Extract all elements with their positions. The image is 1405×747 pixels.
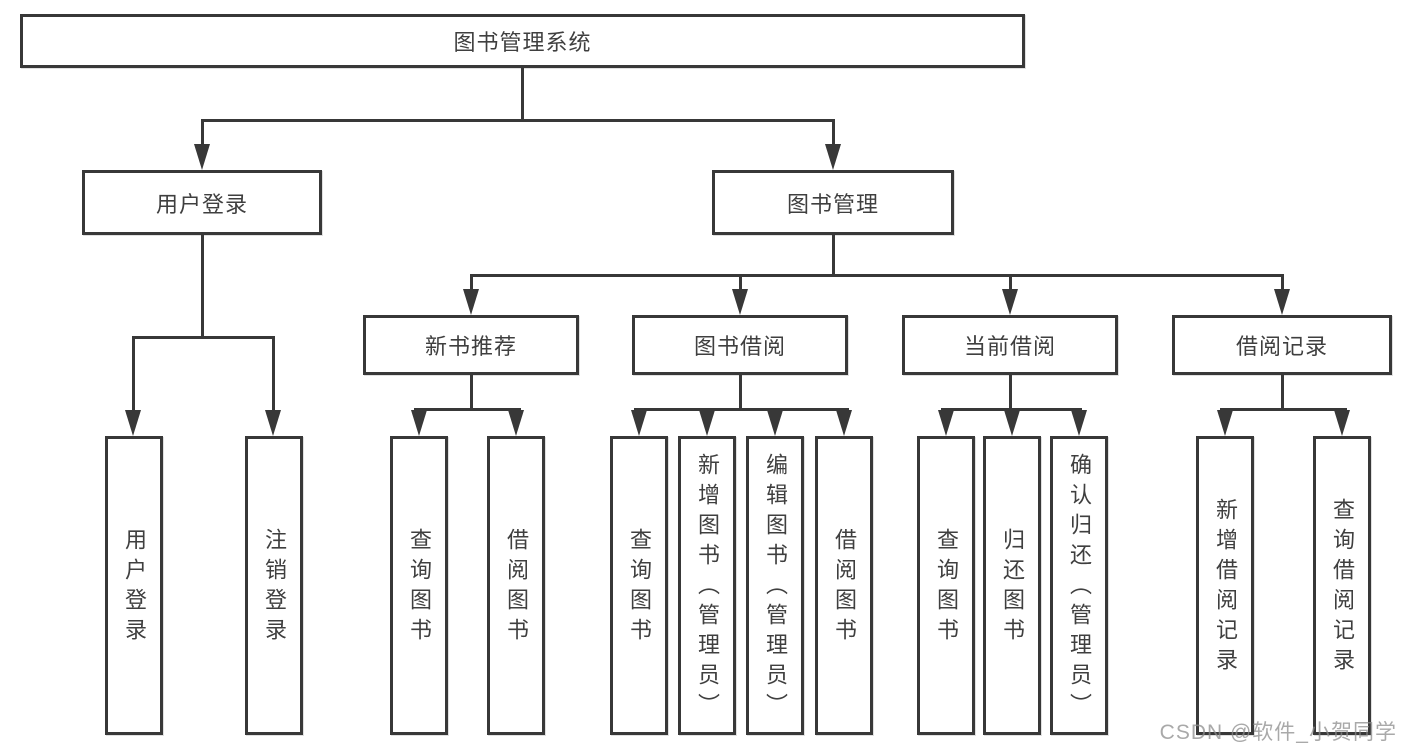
arrow-down-icon — [631, 410, 647, 436]
arrow-down-icon — [463, 289, 479, 315]
connector-bb-stem — [739, 375, 742, 411]
node-leaf-br-add-record: 新增借阅记录 — [1196, 436, 1254, 735]
arrow-down-icon — [767, 410, 783, 436]
node-borrow-records: 借阅记录 — [1172, 315, 1392, 375]
node-leaf-bb-query-books: 查询图书 — [610, 436, 668, 735]
connector-leg-borrow-records — [1281, 274, 1284, 290]
node-label: 查询图书 — [934, 527, 959, 648]
node-label: 注销登录 — [262, 527, 287, 648]
node-leaf-cb-query-books: 查询图书 — [917, 436, 975, 735]
arrow-down-icon — [732, 289, 748, 315]
node-book-borrowing: 图书借阅 — [632, 315, 848, 375]
node-label: 用户登录 — [122, 527, 147, 648]
node-user-login: 用户登录 — [82, 170, 322, 235]
node-label: 用户登录 — [155, 191, 248, 217]
arrow-down-icon — [1002, 289, 1018, 315]
node-leaf-bb-borrow-books: 借阅图书 — [815, 436, 873, 735]
node-label: 新增借阅记录 — [1213, 497, 1238, 678]
connector-leg-book-borrow — [739, 274, 742, 290]
node-leaf-cb-confirm-return-admin: 确认归还（管理员） — [1050, 436, 1108, 735]
arrow-down-icon — [1004, 410, 1020, 436]
node-leaf-br-query-record: 查询借阅记录 — [1313, 436, 1371, 735]
arrow-down-icon — [265, 410, 281, 436]
arrow-down-icon — [411, 410, 427, 436]
node-label: 图书管理系统 — [453, 30, 592, 55]
arrow-down-icon — [699, 410, 715, 436]
node-label: 归还图书 — [1000, 527, 1025, 648]
connector-book-mgmt-bar — [470, 274, 1284, 277]
arrow-down-icon — [508, 410, 524, 436]
connector-leg-user-login — [201, 119, 204, 146]
node-leaf-cb-return-books: 归还图书 — [983, 436, 1041, 735]
node-label: 新增图书（管理员） — [695, 452, 720, 723]
node-label: 借阅图书 — [504, 527, 529, 648]
node-leaf-nbr-borrow-books: 借阅图书 — [487, 436, 545, 735]
connector-root-bar — [201, 119, 835, 122]
connector-br-stem — [1281, 375, 1284, 411]
node-label: 图书管理 — [786, 191, 879, 217]
connector-user-login-bar — [132, 336, 275, 339]
connector-cb-stem — [1009, 375, 1012, 411]
node-label: 查询图书 — [627, 527, 652, 648]
connector-nbr-stem — [470, 375, 473, 411]
node-label: 编辑图书（管理员） — [763, 452, 788, 723]
node-leaf-logout: 注销登录 — [245, 436, 303, 735]
node-leaf-nbr-query-books: 查询图书 — [390, 436, 448, 735]
arrow-down-icon — [938, 410, 954, 436]
arrow-down-icon — [1071, 410, 1087, 436]
connector-leg-new-book — [470, 274, 473, 290]
node-label: 查询图书 — [407, 527, 432, 648]
node-leaf-bb-edit-books-admin: 编辑图书（管理员） — [746, 436, 804, 735]
connector-leg-login — [132, 336, 135, 410]
csdn-watermark: CSDN @软件_小贺同学 — [1159, 721, 1397, 744]
node-label: 借阅记录 — [1235, 334, 1328, 359]
node-leaf-bb-add-books-admin: 新增图书（管理员） — [678, 436, 736, 735]
connector-leg-book-management — [832, 119, 835, 146]
node-leaf-user-login: 用户登录 — [105, 436, 163, 735]
connector-root-stem — [521, 68, 524, 122]
node-label: 图书借阅 — [693, 334, 786, 359]
node-book-management: 图书管理 — [712, 170, 954, 235]
arrow-down-icon — [125, 410, 141, 436]
node-new-book-recommend: 新书推荐 — [363, 315, 579, 375]
connector-leg-logout — [272, 336, 275, 410]
connector-leg-current-borrow — [1009, 274, 1012, 290]
arrow-down-icon — [825, 144, 841, 170]
connector-nbr-bar — [414, 408, 521, 411]
node-label: 确认归还（管理员） — [1067, 452, 1092, 723]
node-label: 新书推荐 — [424, 334, 517, 359]
connector-user-login-stem — [201, 235, 204, 339]
connector-book-mgmt-stem — [832, 235, 835, 277]
arrow-down-icon — [836, 410, 852, 436]
arrow-down-icon — [1217, 410, 1233, 436]
connector-br-bar — [1220, 408, 1347, 411]
node-label: 当前借阅 — [963, 334, 1056, 359]
arrow-down-icon — [194, 144, 210, 170]
connector-cb-bar — [941, 408, 1082, 411]
node-library-management-system: 图书管理系统 — [20, 14, 1025, 68]
node-label: 借阅图书 — [832, 527, 857, 648]
arrow-down-icon — [1334, 410, 1350, 436]
connector-bb-bar — [634, 408, 849, 411]
arrow-down-icon — [1274, 289, 1290, 315]
node-label: 查询借阅记录 — [1330, 497, 1355, 678]
node-current-borrowing: 当前借阅 — [902, 315, 1118, 375]
